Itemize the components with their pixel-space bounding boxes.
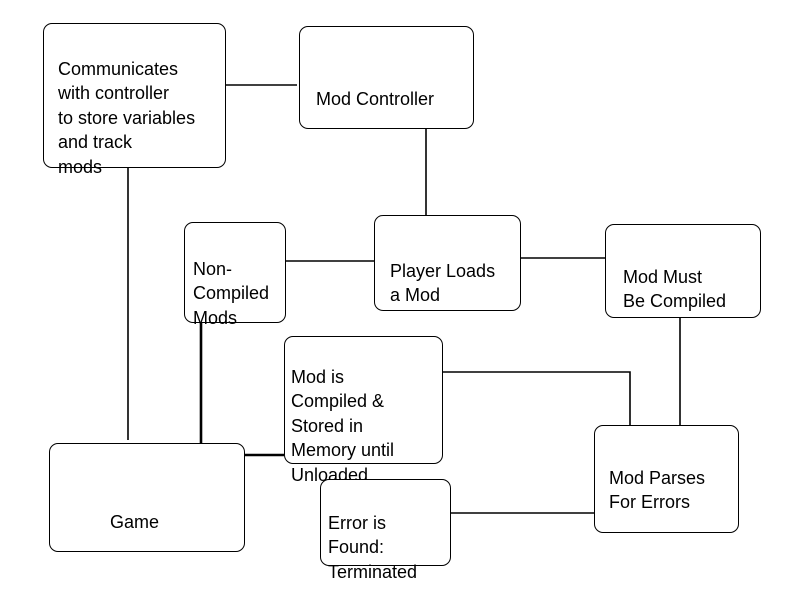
player-loads-label: Player Loads a Mod [390,260,496,306]
error-found-label: Error is Found: Terminated [328,512,418,582]
store-variables-node: Communicates with controller to store va… [43,23,226,177]
parses-errors-label: Mod Parses For Errors [609,467,706,513]
store-variables-label: Communicates with controller to store va… [58,58,196,177]
compiled-stored-label: Mod is Compiled & Stored in Memory until… [291,366,395,485]
non-compiled-mods-node: Non- Compiled Mods [184,222,286,328]
compiled-stored-node: Mod is Compiled & Stored in Memory until… [284,336,443,485]
game-node: Game [49,443,245,552]
non-compiled-mods-label: Non- Compiled Mods [193,258,270,328]
connector-parse-to-memory [443,371,631,425]
must-compile-node: Mod Must Be Compiled [605,224,761,318]
error-found-node: Error is Found: Terminated [320,479,451,582]
game-label: Game [110,511,160,532]
must-compile-label: Mod Must Be Compiled [623,266,727,312]
parses-errors-node: Mod Parses For Errors [594,425,739,533]
mod-controller-label: Mod Controller [316,88,435,109]
player-loads-node: Player Loads a Mod [374,215,521,311]
mod-controller-node: Mod Controller [299,26,474,129]
